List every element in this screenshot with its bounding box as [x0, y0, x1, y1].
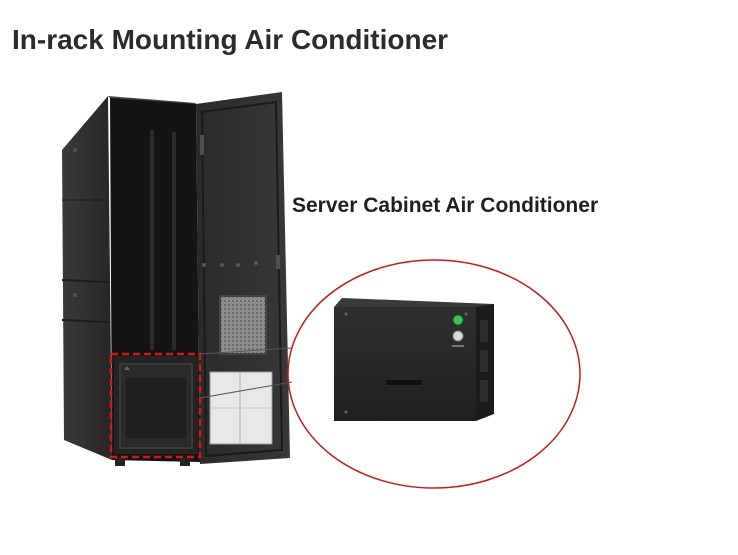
highlight-dashed-box	[109, 352, 202, 459]
unit-front-face	[334, 307, 476, 421]
cabinet-side-panel	[62, 96, 112, 460]
power-indicator-icon	[452, 314, 464, 326]
callout-connector-bottom	[199, 381, 293, 399]
rack-ac-unit	[114, 356, 198, 454]
status-indicator-icon	[452, 330, 464, 342]
cabinet-door	[196, 92, 290, 464]
unit-handle-slot	[386, 380, 422, 385]
callout-connector-top	[199, 347, 293, 355]
rack-cabinet	[61, 92, 290, 466]
callout-label: Server Cabinet Air Conditioner	[292, 194, 599, 217]
door-vent-grill	[219, 295, 267, 355]
server-ac-unit-enlarged	[334, 298, 494, 421]
callout-ellipse	[287, 259, 581, 489]
page-title: In-rack Mounting Air Conditioner	[12, 24, 449, 55]
